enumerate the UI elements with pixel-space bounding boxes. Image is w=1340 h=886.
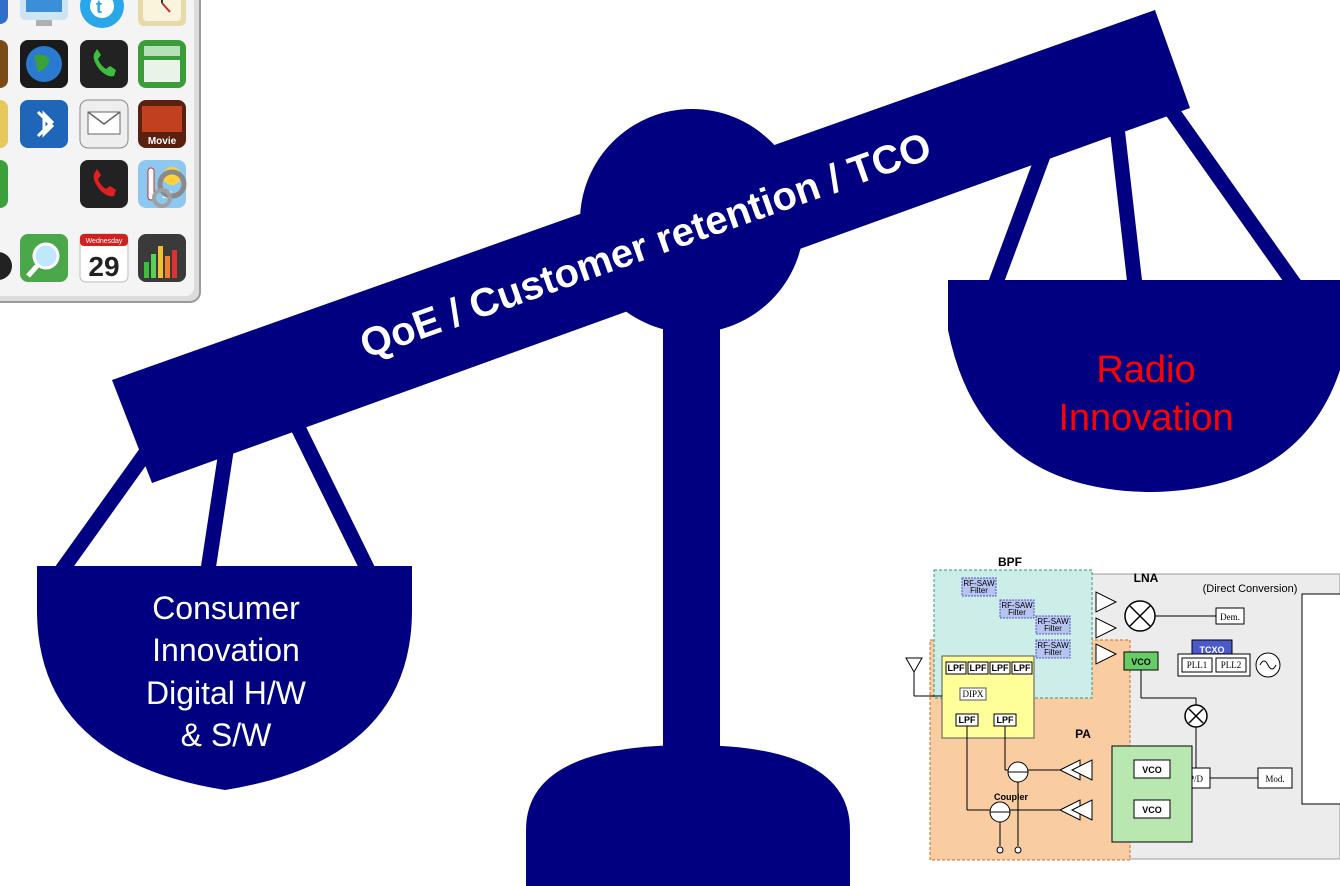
svg-text:LPF: LPF — [992, 663, 1010, 673]
lna-amplifiers — [1095, 591, 1118, 665]
magnifier-icon — [20, 234, 68, 282]
monitor-icon — [20, 0, 68, 26]
oscillator-icon — [1255, 652, 1281, 678]
right-pan-line1: Radio — [1096, 349, 1195, 391]
svg-text:LPF: LPF — [959, 715, 977, 725]
left-pan-line3: Digital H/W — [146, 675, 307, 711]
partial-app-icon — [0, 252, 12, 280]
coupler-circles — [989, 761, 1029, 823]
svg-text:LPF: LPF — [1014, 663, 1032, 673]
rf-block-diagram: BPF RF-SAW Filter RF-SAW Filter RF-SAW F… — [905, 555, 1340, 861]
svg-text:t: t — [96, 0, 102, 17]
scale-body — [112, 10, 1190, 886]
mod-label: Mod. — [1265, 774, 1284, 784]
pa-label: PA — [1075, 727, 1091, 741]
twitter-icon: t — [80, 0, 124, 28]
calendar-day: Wednesday — [86, 238, 123, 245]
app-icon-grid: t — [0, 0, 201, 303]
scale-base — [526, 745, 850, 886]
pa-amplifiers — [1058, 759, 1093, 821]
antenna-icon — [905, 657, 942, 697]
left-pan-line2: Innovation — [152, 632, 300, 668]
calendar-icon: Wednesday 29 — [79, 233, 129, 283]
left-pan — [37, 566, 412, 790]
svg-text:LPF: LPF — [997, 715, 1015, 725]
svg-text:Filter: Filter — [1008, 608, 1026, 617]
partial-app-icon — [0, 100, 8, 148]
bpf-label: BPF — [998, 555, 1022, 569]
svg-text:RF-SAW: RF-SAW — [963, 579, 995, 588]
phone-icon — [80, 40, 128, 88]
pd-label: P/D — [1189, 774, 1204, 784]
pll2-label: PLL2 — [1221, 660, 1242, 670]
movie-icon: Movie — [138, 100, 186, 148]
calendar-date: 29 — [88, 251, 119, 282]
equalizer-icon — [138, 234, 186, 282]
tx-mixer-icon — [1184, 704, 1208, 728]
baseband-block — [1301, 593, 1340, 805]
movie-label: Movie — [148, 136, 177, 147]
lna-label: LNA — [1134, 571, 1159, 585]
svg-text:RF-SAW: RF-SAW — [1037, 617, 1069, 626]
svg-text:RF-SAW: RF-SAW — [1001, 601, 1033, 610]
coupler-label: Coupler — [994, 792, 1028, 802]
rx-mixer-icon — [1124, 600, 1156, 632]
svg-text:Filter: Filter — [1044, 624, 1062, 633]
left-pan-line1: Consumer — [152, 590, 300, 626]
rf-saw-filters: RF-SAW Filter RF-SAW Filter RF-SAW Filte… — [961, 577, 1071, 659]
settings-gears-icon — [152, 169, 187, 208]
svg-text:LPF: LPF — [970, 663, 988, 673]
svg-text:Filter: Filter — [970, 586, 988, 595]
direct-conversion-label: (Direct Conversion) — [1203, 583, 1298, 595]
dipx-box — [959, 687, 987, 701]
svg-text:LPF: LPF — [948, 663, 966, 673]
pll1-label: PLL1 — [1187, 660, 1208, 670]
vco-label-tx1: VCO — [1142, 765, 1162, 775]
mail-icon — [79, 99, 129, 149]
left-pan-line4: & S/W — [181, 717, 272, 753]
partial-app-icon — [0, 160, 8, 208]
partial-app-icon — [0, 0, 8, 24]
right-pan-labels: Radio Innovation — [1058, 349, 1233, 439]
vco-label-rx: VCO — [1131, 657, 1151, 667]
missed-call-icon — [80, 160, 128, 208]
left-pan-labels: Consumer Innovation Digital H/W & S/W — [146, 590, 307, 753]
right-pan-strings — [987, 75, 1302, 290]
dipx-label: DIPX — [962, 689, 984, 699]
tcxo-label: TCXO — [1199, 645, 1224, 655]
left-pan-strings — [55, 391, 375, 575]
right-pan-line2: Innovation — [1058, 397, 1233, 439]
scale-beam — [112, 10, 1190, 483]
clock-icon — [138, 0, 186, 26]
partial-app-icon — [0, 40, 8, 88]
svg-text:Filter: Filter — [1044, 648, 1062, 657]
dem-label: Dem. — [1220, 612, 1240, 622]
calculator-icon — [138, 40, 186, 88]
dem-box — [1215, 607, 1245, 625]
bluetooth-icon — [20, 100, 68, 148]
globe-icon — [20, 40, 68, 88]
svg-text:RF-SAW: RF-SAW — [1037, 641, 1069, 650]
right-pan — [948, 280, 1340, 492]
lpf-boxes: LPF LPF LPF LPF LPF LPF — [945, 661, 1033, 727]
vco-label-tx2: VCO — [1142, 805, 1162, 815]
